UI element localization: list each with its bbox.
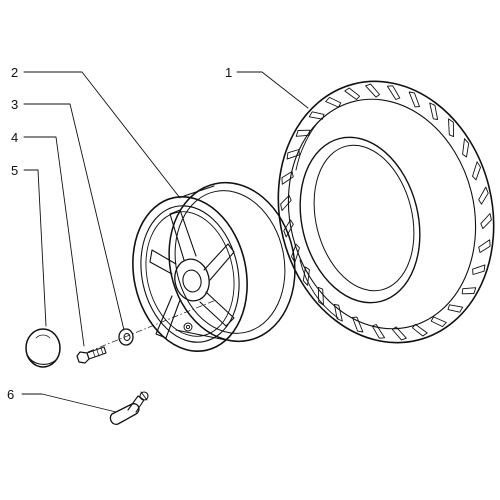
leader-line-5 xyxy=(23,169,47,327)
tread-block xyxy=(408,91,420,108)
tread-block xyxy=(447,304,464,313)
wheel-rim xyxy=(132,181,296,352)
tread-block xyxy=(429,102,439,120)
tread-block xyxy=(472,264,486,275)
bolt xyxy=(76,346,107,364)
leader-lines xyxy=(21,71,309,413)
tread-block xyxy=(325,96,342,108)
tread-block xyxy=(283,219,294,238)
tread-block xyxy=(472,161,481,181)
tread-block xyxy=(317,286,324,306)
tread-block xyxy=(280,194,292,211)
tread-block xyxy=(478,186,489,205)
tread-block xyxy=(295,129,311,137)
tread-block xyxy=(386,85,401,100)
tread-block xyxy=(462,138,470,158)
wheel-spokes xyxy=(149,209,235,339)
tire-tread xyxy=(280,83,492,341)
tread-block xyxy=(448,118,455,138)
leader-line-4 xyxy=(23,136,85,347)
tread-block xyxy=(430,316,447,328)
callout-3: 3 xyxy=(11,97,19,112)
tread-block xyxy=(461,287,477,295)
tread-block xyxy=(352,316,364,333)
tread-block xyxy=(333,304,343,322)
tread-block xyxy=(391,326,407,341)
valve xyxy=(109,391,149,425)
hub-cap xyxy=(25,328,61,368)
tread-block xyxy=(291,243,300,263)
tread-block xyxy=(411,323,428,337)
leader-line-2 xyxy=(23,71,181,199)
callout-4: 4 xyxy=(11,130,19,145)
valve-hole xyxy=(183,322,193,332)
tread-block xyxy=(480,213,492,230)
washer xyxy=(118,328,134,346)
leader-line-1 xyxy=(236,71,309,109)
tread-block xyxy=(478,239,491,253)
tread-block xyxy=(308,111,325,120)
leader-line-3 xyxy=(23,103,125,331)
tread-block xyxy=(365,83,381,98)
callout-2: 2 xyxy=(11,65,19,80)
tread-block xyxy=(302,266,310,286)
hub-bore xyxy=(182,269,202,293)
tread-block xyxy=(286,149,300,160)
tread-block xyxy=(281,171,294,185)
tread-block xyxy=(344,87,361,101)
tire xyxy=(277,80,495,344)
leader-line-6 xyxy=(21,393,117,413)
wheel-hub xyxy=(174,258,210,302)
callout-6: 6 xyxy=(7,387,15,402)
callout-5: 5 xyxy=(11,163,19,178)
axis-line xyxy=(87,299,217,353)
tread-block xyxy=(371,324,386,339)
callout-1: 1 xyxy=(225,65,233,80)
